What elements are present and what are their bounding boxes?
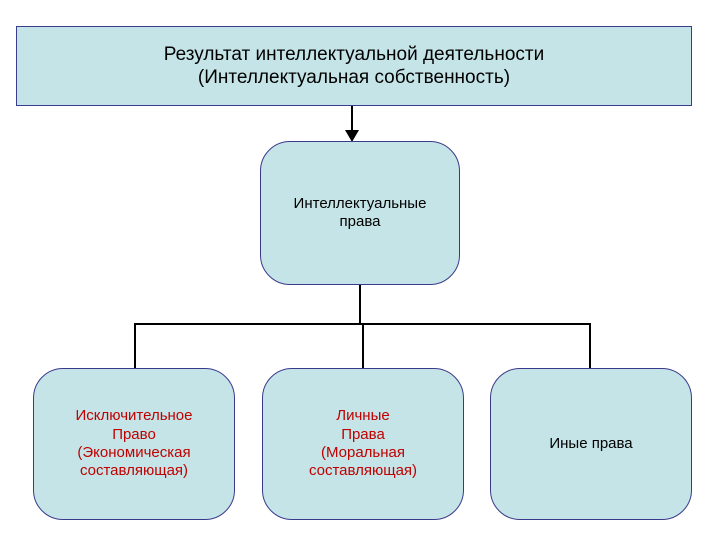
connector-title-to-rights [351,106,353,132]
node-intellectual-rights: Интеллектуальные права [260,141,460,285]
node-other-rights: Иные права [490,368,692,520]
connector-bus-to-personal [362,323,364,369]
connector-bus-to-other [589,323,591,369]
arrow-head-icon [345,130,359,142]
connector-rights-to-bus [359,285,361,324]
node-intellectual-activity-result: Результат интеллектуальной деятельности … [16,26,692,106]
connector-bus-to-exclusive [134,323,136,369]
node-exclusive-right: Исключительное Право (Экономическая сост… [33,368,235,520]
node-personal-rights: Личные Права (Моральная составляющая) [262,368,464,520]
